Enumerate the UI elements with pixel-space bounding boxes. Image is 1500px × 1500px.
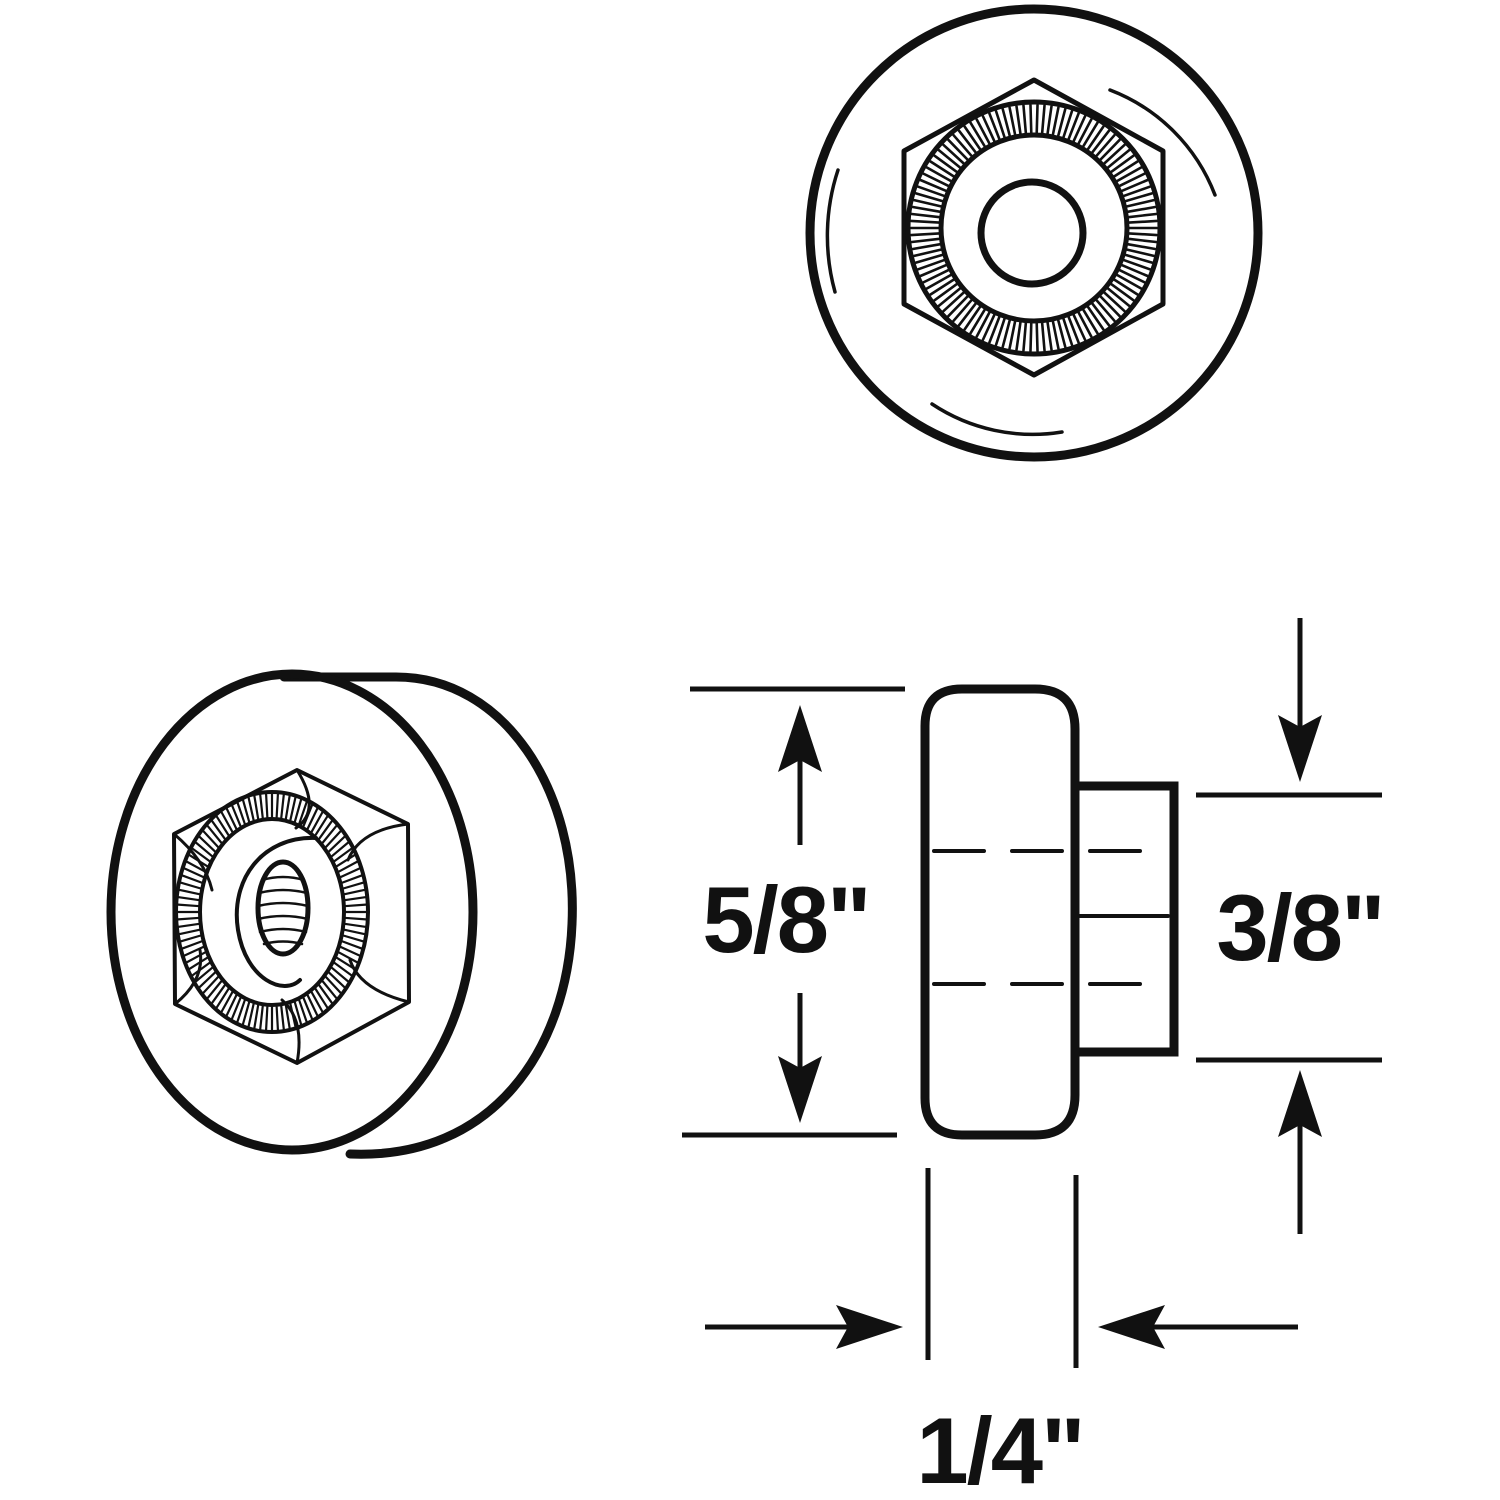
dimension-label-5-8: 5/8"	[702, 867, 869, 972]
arrowhead-down	[778, 1056, 822, 1123]
front-view-rim-highlight-upper	[1108, 88, 1217, 197]
front-view	[805, 4, 1263, 462]
perspective-view-washer-outer	[174, 790, 370, 1034]
arrowhead-right	[836, 1305, 903, 1349]
front-view-rim-highlight-lower	[930, 402, 1064, 437]
arrowhead-hub-up	[1278, 1070, 1322, 1137]
side-view	[920, 684, 1179, 1140]
perspective-view-washer-inner	[198, 817, 346, 1007]
side-view-wheel-body	[920, 684, 1080, 1140]
perspective-view-threaded-hole	[255, 859, 311, 957]
arrowhead-left	[1098, 1305, 1165, 1349]
front-view-outer-rim	[805, 4, 1263, 462]
perspective-view-threads	[256, 875, 310, 946]
front-view-washer-inner	[938, 132, 1130, 324]
dimension-lines	[682, 618, 1382, 1368]
front-view-axle-hole	[977, 178, 1087, 288]
front-view-washer-outer	[905, 99, 1163, 357]
arrowhead-hub-down	[1278, 715, 1322, 782]
arrowhead-up	[778, 705, 822, 772]
front-view-hex-nut	[901, 77, 1166, 378]
side-view-hub	[1070, 781, 1179, 1057]
dimension-label-1-4: 1/4"	[916, 1398, 1083, 1500]
front-view-serrated-washer	[909, 103, 1159, 353]
perspective-view-tread	[279, 672, 577, 1159]
perspective-view-bore	[234, 835, 318, 988]
perspective-view-serrated-washer	[176, 792, 368, 1032]
dimension-label-3-8: 3/8"	[1216, 875, 1383, 980]
front-view-rim-highlight-left	[825, 168, 840, 294]
perspective-view-front-face	[106, 669, 478, 1155]
perspective-view	[106, 669, 577, 1159]
